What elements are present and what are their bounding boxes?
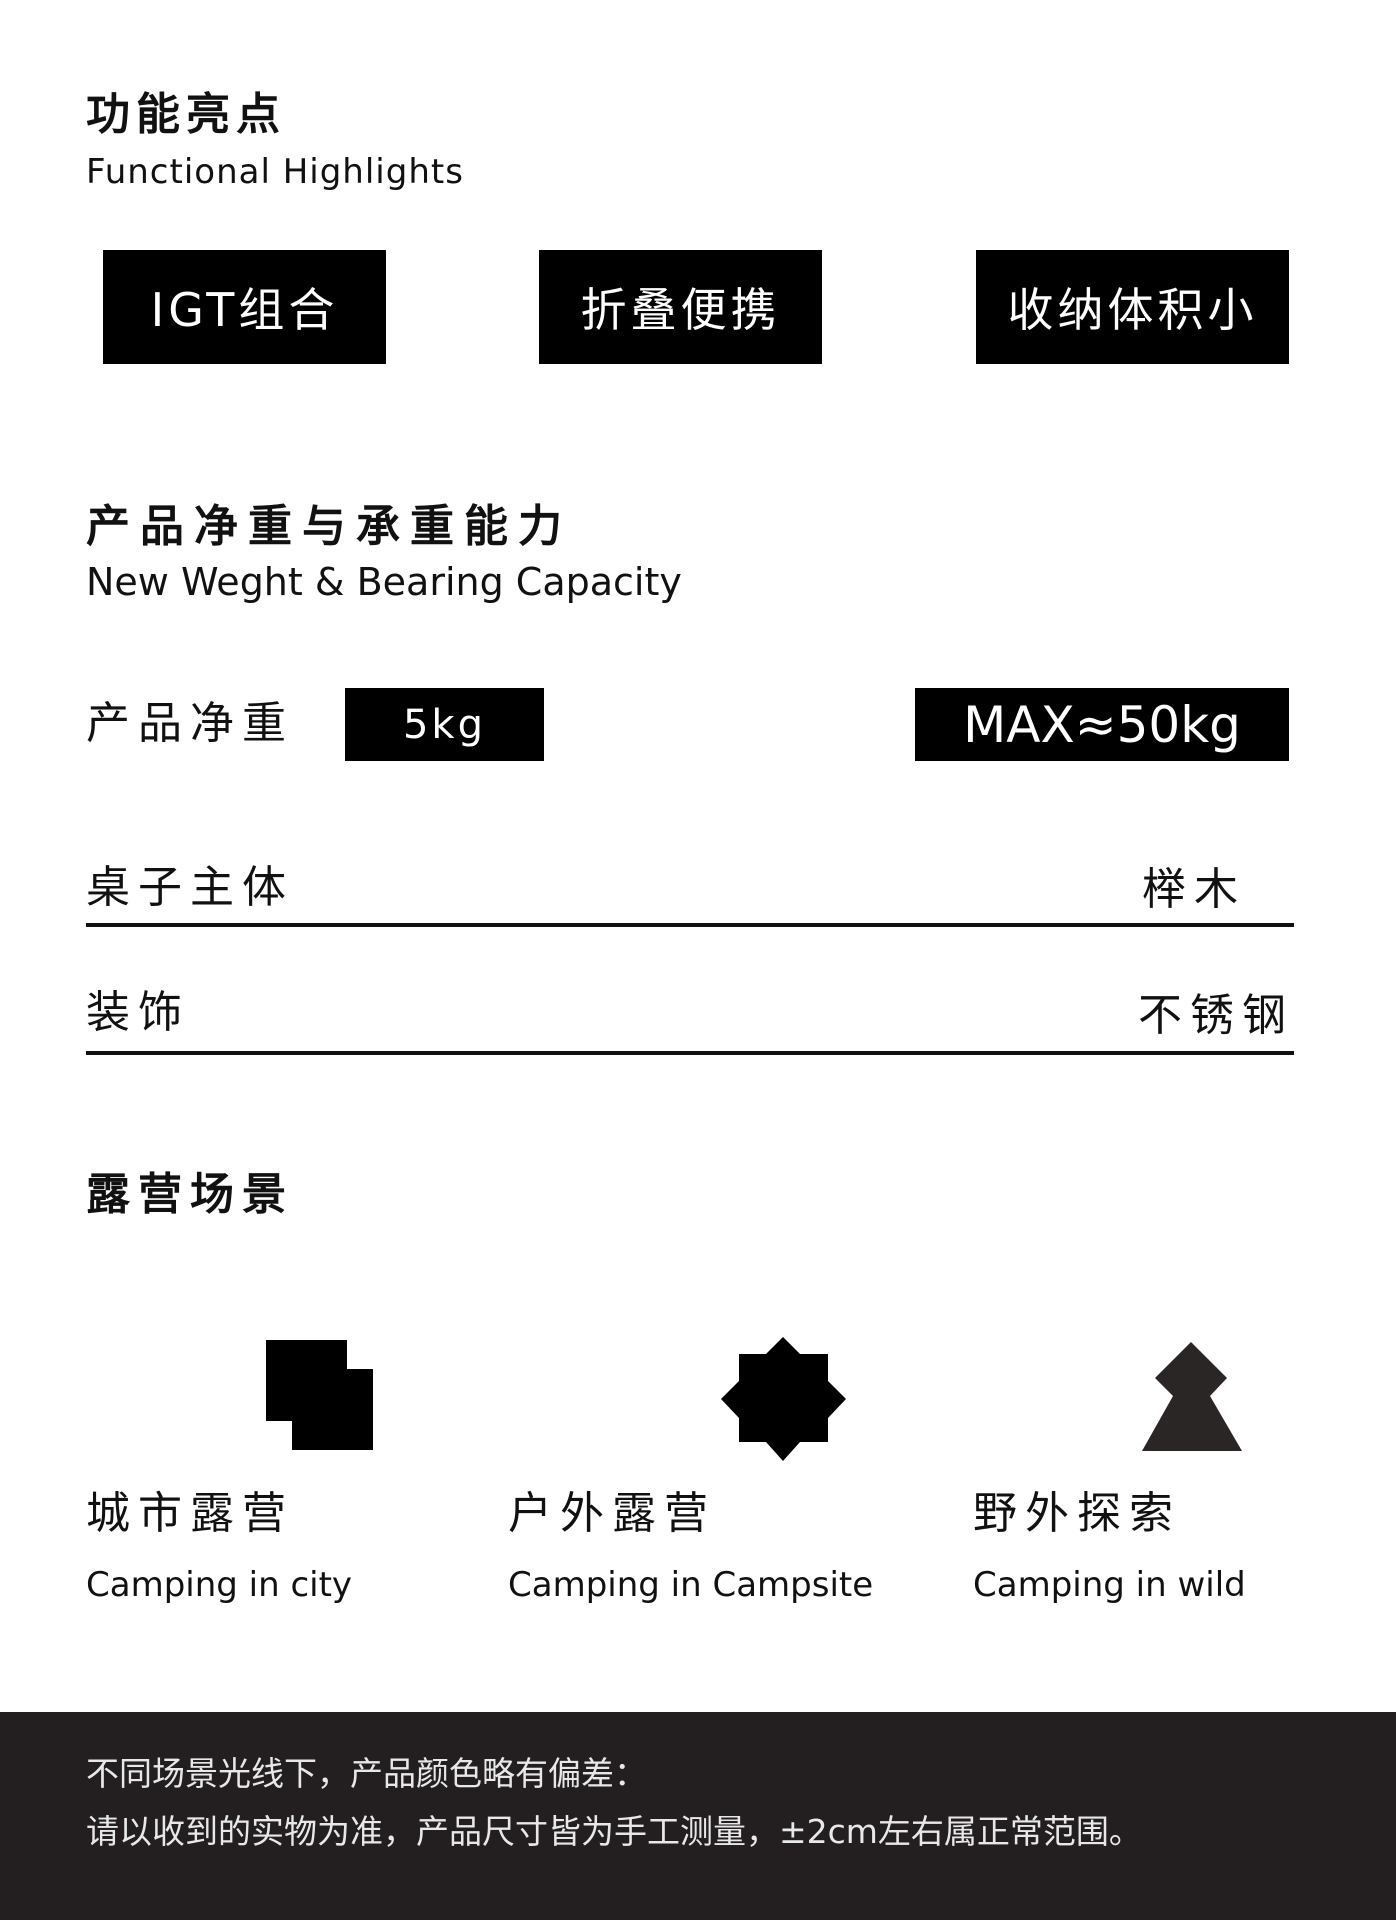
net-weight-badge: 5kg (345, 688, 544, 761)
weight-title-en: New Weght & Bearing Capacity (86, 560, 682, 604)
disclaimer-line-2: 请以收到的实物为准，产品尺寸皆为手工测量，±2cm左右属正常范围。 (86, 1812, 1142, 1851)
highlights-title-cn: 功能亮点 (86, 89, 286, 140)
weight-title-cn: 产品净重与承重能力 (86, 501, 572, 552)
scene-title-en: Camping in wild (973, 1565, 1246, 1605)
scenes-title-cn: 露营场景 (86, 1169, 294, 1220)
material-row-divider (86, 1051, 1294, 1055)
scene-title-cn: 户外露营 (508, 1488, 716, 1539)
net-weight-label: 产品净重 (86, 698, 294, 749)
scene-title-en: Camping in Campsite (508, 1565, 874, 1605)
material-row-label: 桌子主体 (86, 862, 294, 913)
tree-icon (1142, 1342, 1242, 1451)
material-row-value: 榉木 (1142, 864, 1246, 915)
highlight-tag-label: 收纳体积小 (1007, 283, 1258, 337)
max-load-badge: MAX≈50kg (915, 688, 1289, 761)
disclaimer-line-1: 不同场景光线下，产品颜色略有偏差： (86, 1754, 647, 1793)
scene-title-cn: 野外探索 (973, 1488, 1181, 1539)
highlight-tag-foldable: 折叠便携 (539, 250, 822, 364)
material-row-value: 不锈钢 (1138, 990, 1294, 1041)
highlight-tag-label: IGT组合 (150, 283, 339, 337)
highlights-title-en: Functional Highlights (86, 152, 464, 192)
highlight-tag-compact: 收纳体积小 (976, 250, 1289, 364)
disclaimer-footer: 不同场景光线下，产品颜色略有偏差： 请以收到的实物为准，产品尺寸皆为手工测量，±… (0, 1712, 1396, 1920)
max-load-value: MAX≈50kg (963, 695, 1241, 754)
scene-title-cn: 城市露营 (86, 1488, 294, 1539)
city-blocks-icon (266, 1340, 373, 1450)
highlight-tag-igt: IGT组合 (103, 250, 386, 364)
net-weight-value: 5kg (402, 701, 486, 748)
scene-title-en: Camping in city (86, 1565, 353, 1605)
eight-point-star-icon (721, 1337, 846, 1461)
material-row-divider (86, 923, 1294, 927)
material-row-label: 装饰 (86, 987, 190, 1038)
highlight-tag-label: 折叠便携 (580, 283, 781, 337)
